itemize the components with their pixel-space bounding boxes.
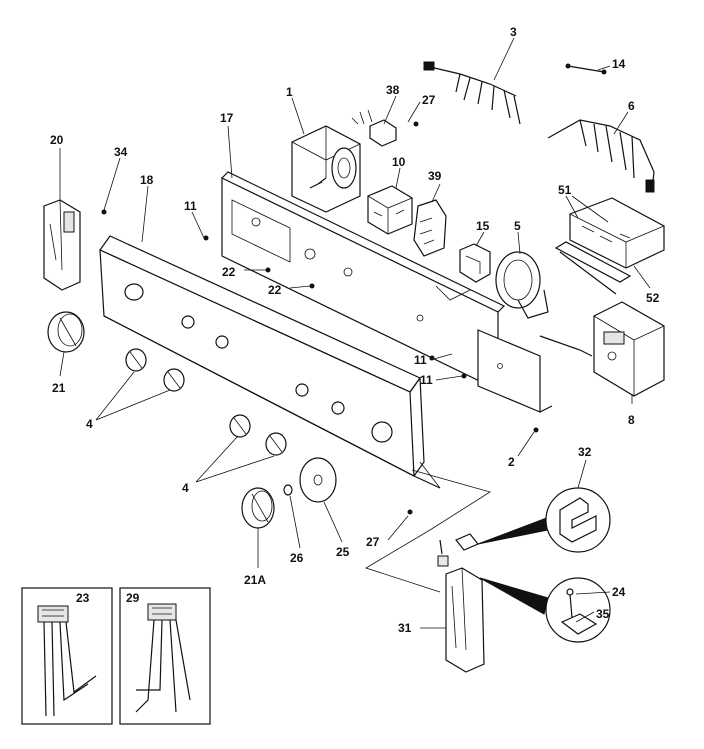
label-11-left: 11 (184, 199, 197, 213)
label-6: 6 (628, 99, 635, 113)
label-11-mid: 11 (414, 353, 427, 367)
label-23: 23 (76, 591, 90, 605)
timer (291, 125, 361, 213)
rear-panel (221, 171, 506, 391)
dial-skirt-25 (299, 457, 337, 503)
electronic-control-board (539, 301, 665, 397)
label-22-lower: 22 (268, 283, 282, 297)
washer-26 (283, 484, 293, 496)
label-4-upper: 4 (86, 417, 93, 431)
knob-small-4c (229, 414, 251, 438)
push-switch (459, 243, 491, 283)
label-38: 38 (386, 83, 400, 97)
knob-small-4a (125, 348, 147, 372)
label-31: 31 (398, 621, 412, 635)
label-8: 8 (628, 413, 635, 427)
label-27-bottom: 27 (366, 535, 380, 549)
label-52: 52 (646, 291, 660, 305)
label-32: 32 (578, 445, 592, 459)
wire-harness-6 (547, 119, 655, 193)
knob-large-21 (47, 311, 85, 353)
label-17: 17 (220, 111, 234, 125)
label-5: 5 (514, 219, 521, 233)
label-18: 18 (140, 173, 154, 187)
label-14: 14 (612, 57, 626, 71)
leader-lines (59, 37, 651, 629)
terminal-block (351, 109, 397, 147)
label-10: 10 (392, 155, 406, 169)
end-cap-right (437, 533, 485, 673)
inset-harness-23 (21, 587, 113, 725)
inset-harness-29 (119, 587, 211, 725)
switch (367, 185, 413, 235)
side-bracket (477, 329, 553, 413)
wire-routing (365, 285, 491, 593)
label-15: 15 (476, 219, 490, 233)
board-assembly (554, 197, 665, 295)
selector-switch (413, 199, 447, 257)
wire-14 (565, 63, 607, 75)
label-4-lower: 4 (182, 481, 189, 495)
label-39: 39 (428, 169, 442, 183)
label-22-upper: 22 (222, 265, 236, 279)
knob-small-4d (265, 432, 287, 456)
label-21: 21 (52, 381, 66, 395)
label-20: 20 (50, 133, 64, 147)
label-27-top: 27 (422, 93, 436, 107)
label-3: 3 (510, 25, 517, 39)
detail-callout-32 (477, 487, 611, 553)
label-1: 1 (286, 85, 293, 99)
knob-small-4b (163, 368, 185, 392)
label-34: 34 (114, 145, 128, 159)
label-11-right: 11 (420, 373, 433, 387)
detail-callout-24-35 (479, 577, 611, 643)
label-51: 51 (558, 183, 572, 197)
pressure-switch (495, 251, 549, 319)
label-24: 24 (612, 585, 626, 599)
part-labels: 1 2 3 4 4 5 6 8 10 11 11 11 14 15 17 18 … (50, 25, 660, 635)
knob-large-21a (241, 487, 275, 529)
label-29: 29 (126, 591, 140, 605)
label-26: 26 (290, 551, 304, 565)
label-35: 35 (596, 607, 610, 621)
control-panel-console (99, 235, 441, 489)
end-cap-left (43, 199, 81, 291)
wire-harness-3 (423, 61, 521, 125)
label-25: 25 (336, 545, 350, 559)
label-21a: 21A (244, 573, 266, 587)
label-2: 2 (508, 455, 515, 469)
